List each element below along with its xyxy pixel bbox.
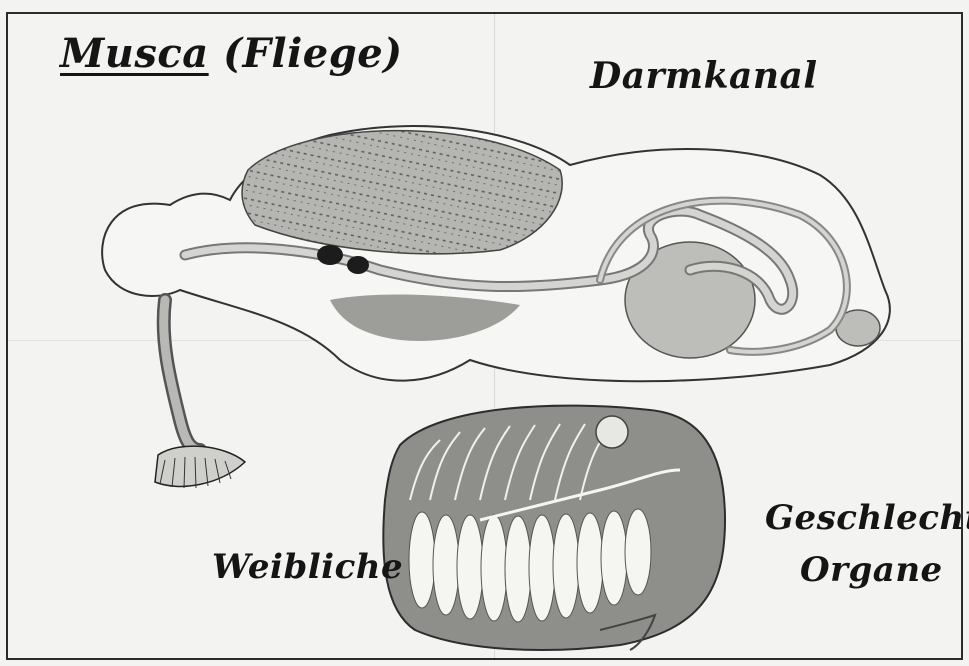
border-frame <box>6 12 963 660</box>
